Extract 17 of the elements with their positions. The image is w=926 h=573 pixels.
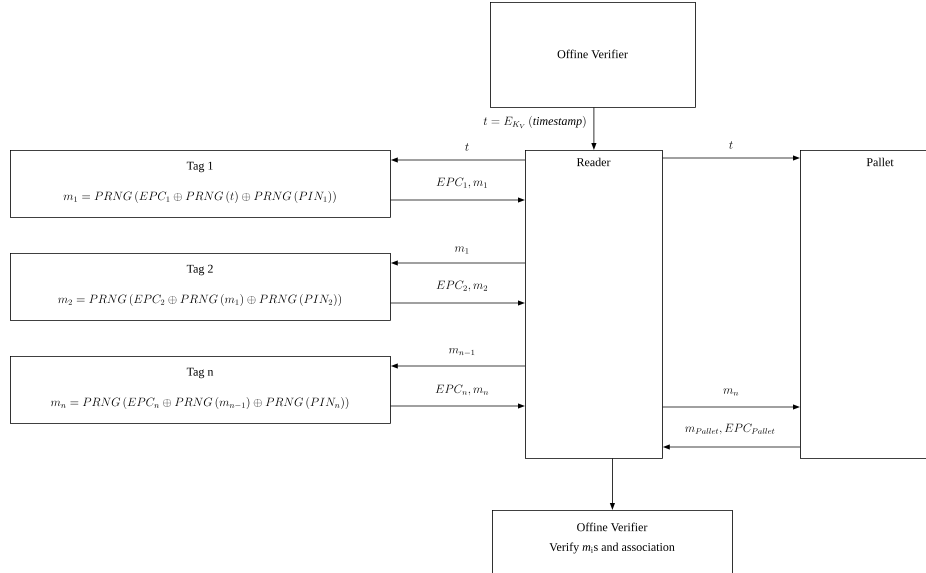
edge-label: $m_n$	[722, 388, 740, 396]
edge-label: $EPC_n, m_n$	[434, 384, 490, 396]
process-box: Tag n $m_n = PRNG\,(EPC_n \oplus PRNG\,(m_{n-1}) \oplus PRNG\,(PIN_n))$	[10, 356, 391, 424]
process-box: Pallet	[800, 150, 926, 459]
edge-label: $m_{n-1}$	[448, 347, 476, 357]
process-box: Reader	[525, 150, 663, 459]
process-box: Offine Verifier	[490, 2, 696, 108]
process-box: Offine Verifier Verify m$_{i}$s and association	[492, 510, 733, 573]
edge-label: $EPC_1, m_1$	[434, 176, 490, 190]
process-box: Tag 1 $m_1 = PRNG\,(EPC_1 \oplus PRNG\,(t) \oplus PRNG\,(PIN_1))$	[10, 150, 391, 218]
edge-label: $t$	[728, 140, 734, 150]
edge-label: $t$	[464, 142, 470, 152]
edge-label: $m_1$	[454, 246, 471, 254]
edge-label: $EPC_2, m_2$	[434, 280, 490, 292]
process-box: Tag 2 $m_2 = PRNG\,(EPC_2 \oplus PRNG\,(m_1) \oplus PRNG\,(PIN_2))$	[10, 253, 391, 321]
edge-label: $m_{Pallet}, EPC_{Pallet}$	[684, 422, 776, 436]
edge-label: $t = E_{K_V}\,(\mathit{timestamp})$	[482, 114, 588, 130]
